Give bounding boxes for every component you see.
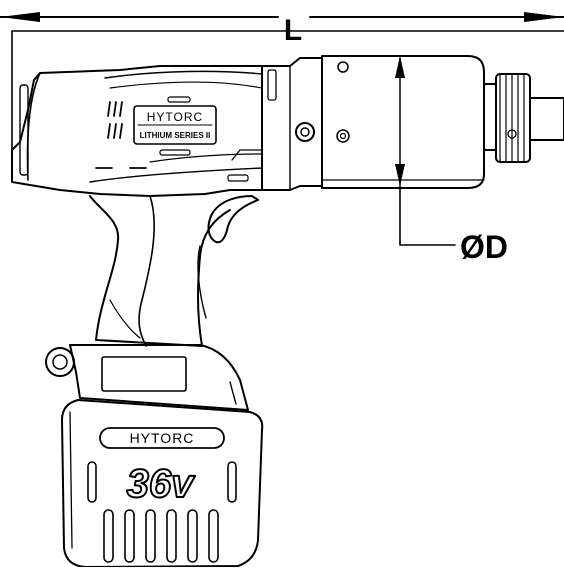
battery-window [101, 356, 187, 392]
gearbox-outline [261, 57, 323, 191]
handle-outline [89, 195, 231, 347]
trigger [207, 195, 259, 244]
housing-lower-contour-2 [149, 153, 263, 163]
battery-brand-badge [99, 427, 225, 449]
head-screw-top [337, 61, 349, 73]
vent-slots [95, 101, 147, 169]
gearbox-screw [295, 122, 315, 142]
battery-voltage-label: 36v [127, 462, 196, 506]
housing-lower-contour [89, 167, 263, 183]
handle-grip [89, 195, 231, 347]
series-label: LITHIUM SERIES II [140, 131, 211, 140]
diameter-label: ØD [460, 229, 508, 265]
lanyard-loop [45, 347, 75, 377]
housing-outline [11, 65, 263, 197]
length-arrow-left [0, 12, 40, 22]
diameter-leader-line [399, 185, 456, 246]
length-arrow-right [524, 12, 564, 22]
battery-outline [61, 399, 264, 568]
rear-cap [26, 72, 41, 181]
battery-mount-outline [69, 344, 249, 411]
head-screw-mid [336, 129, 350, 143]
length-label: L [284, 14, 302, 47]
housing-mid-contour [109, 81, 263, 89]
diameter-dimension: ØD [395, 56, 508, 265]
drive-knurl [495, 73, 531, 163]
housing-top-contour [104, 70, 263, 79]
brand-plate [133, 105, 217, 145]
drive-head [321, 55, 485, 189]
tool-housing: HYTORC LITHIUM SERIES II [11, 65, 263, 197]
drive-head-outline [321, 55, 485, 189]
brand-plate-logo: HYTORC [147, 110, 203, 124]
battery-mount [45, 344, 249, 411]
battery-ribs [87, 461, 237, 563]
battery-pack: HYTORC 36v [61, 399, 264, 568]
drive-collar [483, 83, 497, 151]
diameter-arrow-top [395, 56, 405, 78]
diameter-arrow-bottom [395, 164, 405, 186]
square-drive [483, 73, 564, 163]
gearbox [231, 57, 323, 191]
rear-vent-slot [19, 84, 29, 176]
length-dimension: L [0, 12, 564, 164]
battery-brand-logo: HYTORC [130, 430, 195, 446]
drive-shaft [529, 97, 564, 141]
